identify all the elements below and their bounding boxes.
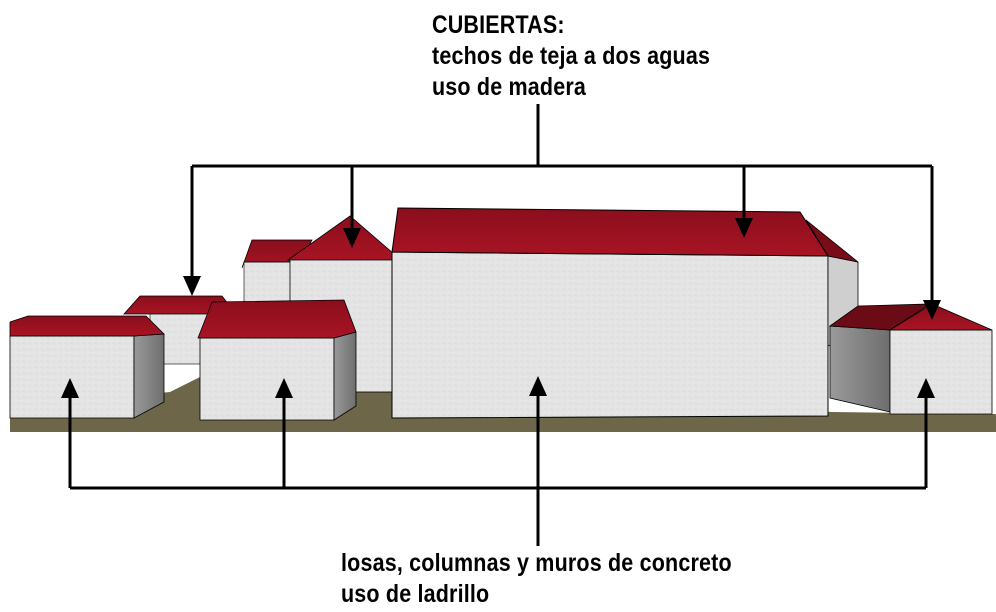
arrow-wall-main bbox=[529, 376, 547, 396]
structure-line-2: uso de ladrillo bbox=[341, 580, 490, 608]
structure-annotation: losas, columnas y muros de concreto uso … bbox=[341, 548, 732, 610]
roofs-annotation: CUBIERTAS: techos de teja a dos aguas us… bbox=[432, 10, 710, 103]
bottom-connector bbox=[68, 396, 928, 546]
building-middle-left bbox=[197, 299, 357, 421]
arrow-roof-right bbox=[923, 300, 941, 320]
roofs-line-1: techos de teja a dos aguas bbox=[432, 42, 711, 70]
building-main bbox=[391, 207, 859, 419]
arrow-wall-right bbox=[917, 378, 935, 398]
top-connector bbox=[190, 104, 934, 302]
bottom-arrowheads bbox=[61, 376, 935, 398]
roofs-heading: CUBIERTAS: bbox=[432, 11, 565, 39]
top-arrowheads bbox=[183, 218, 941, 320]
structure-line-1: losas, columnas y muros de concreto bbox=[341, 549, 732, 577]
arrow-roof-tall bbox=[343, 228, 361, 248]
roofs-line-2: uso de madera bbox=[432, 73, 586, 101]
arrow-roof-back-left bbox=[183, 276, 201, 296]
arrow-wall-far-left bbox=[61, 378, 79, 398]
building-right bbox=[828, 303, 993, 415]
arrow-roof-main bbox=[735, 218, 753, 238]
arrow-wall-middle-left bbox=[275, 378, 293, 398]
building-far-left bbox=[9, 315, 165, 419]
